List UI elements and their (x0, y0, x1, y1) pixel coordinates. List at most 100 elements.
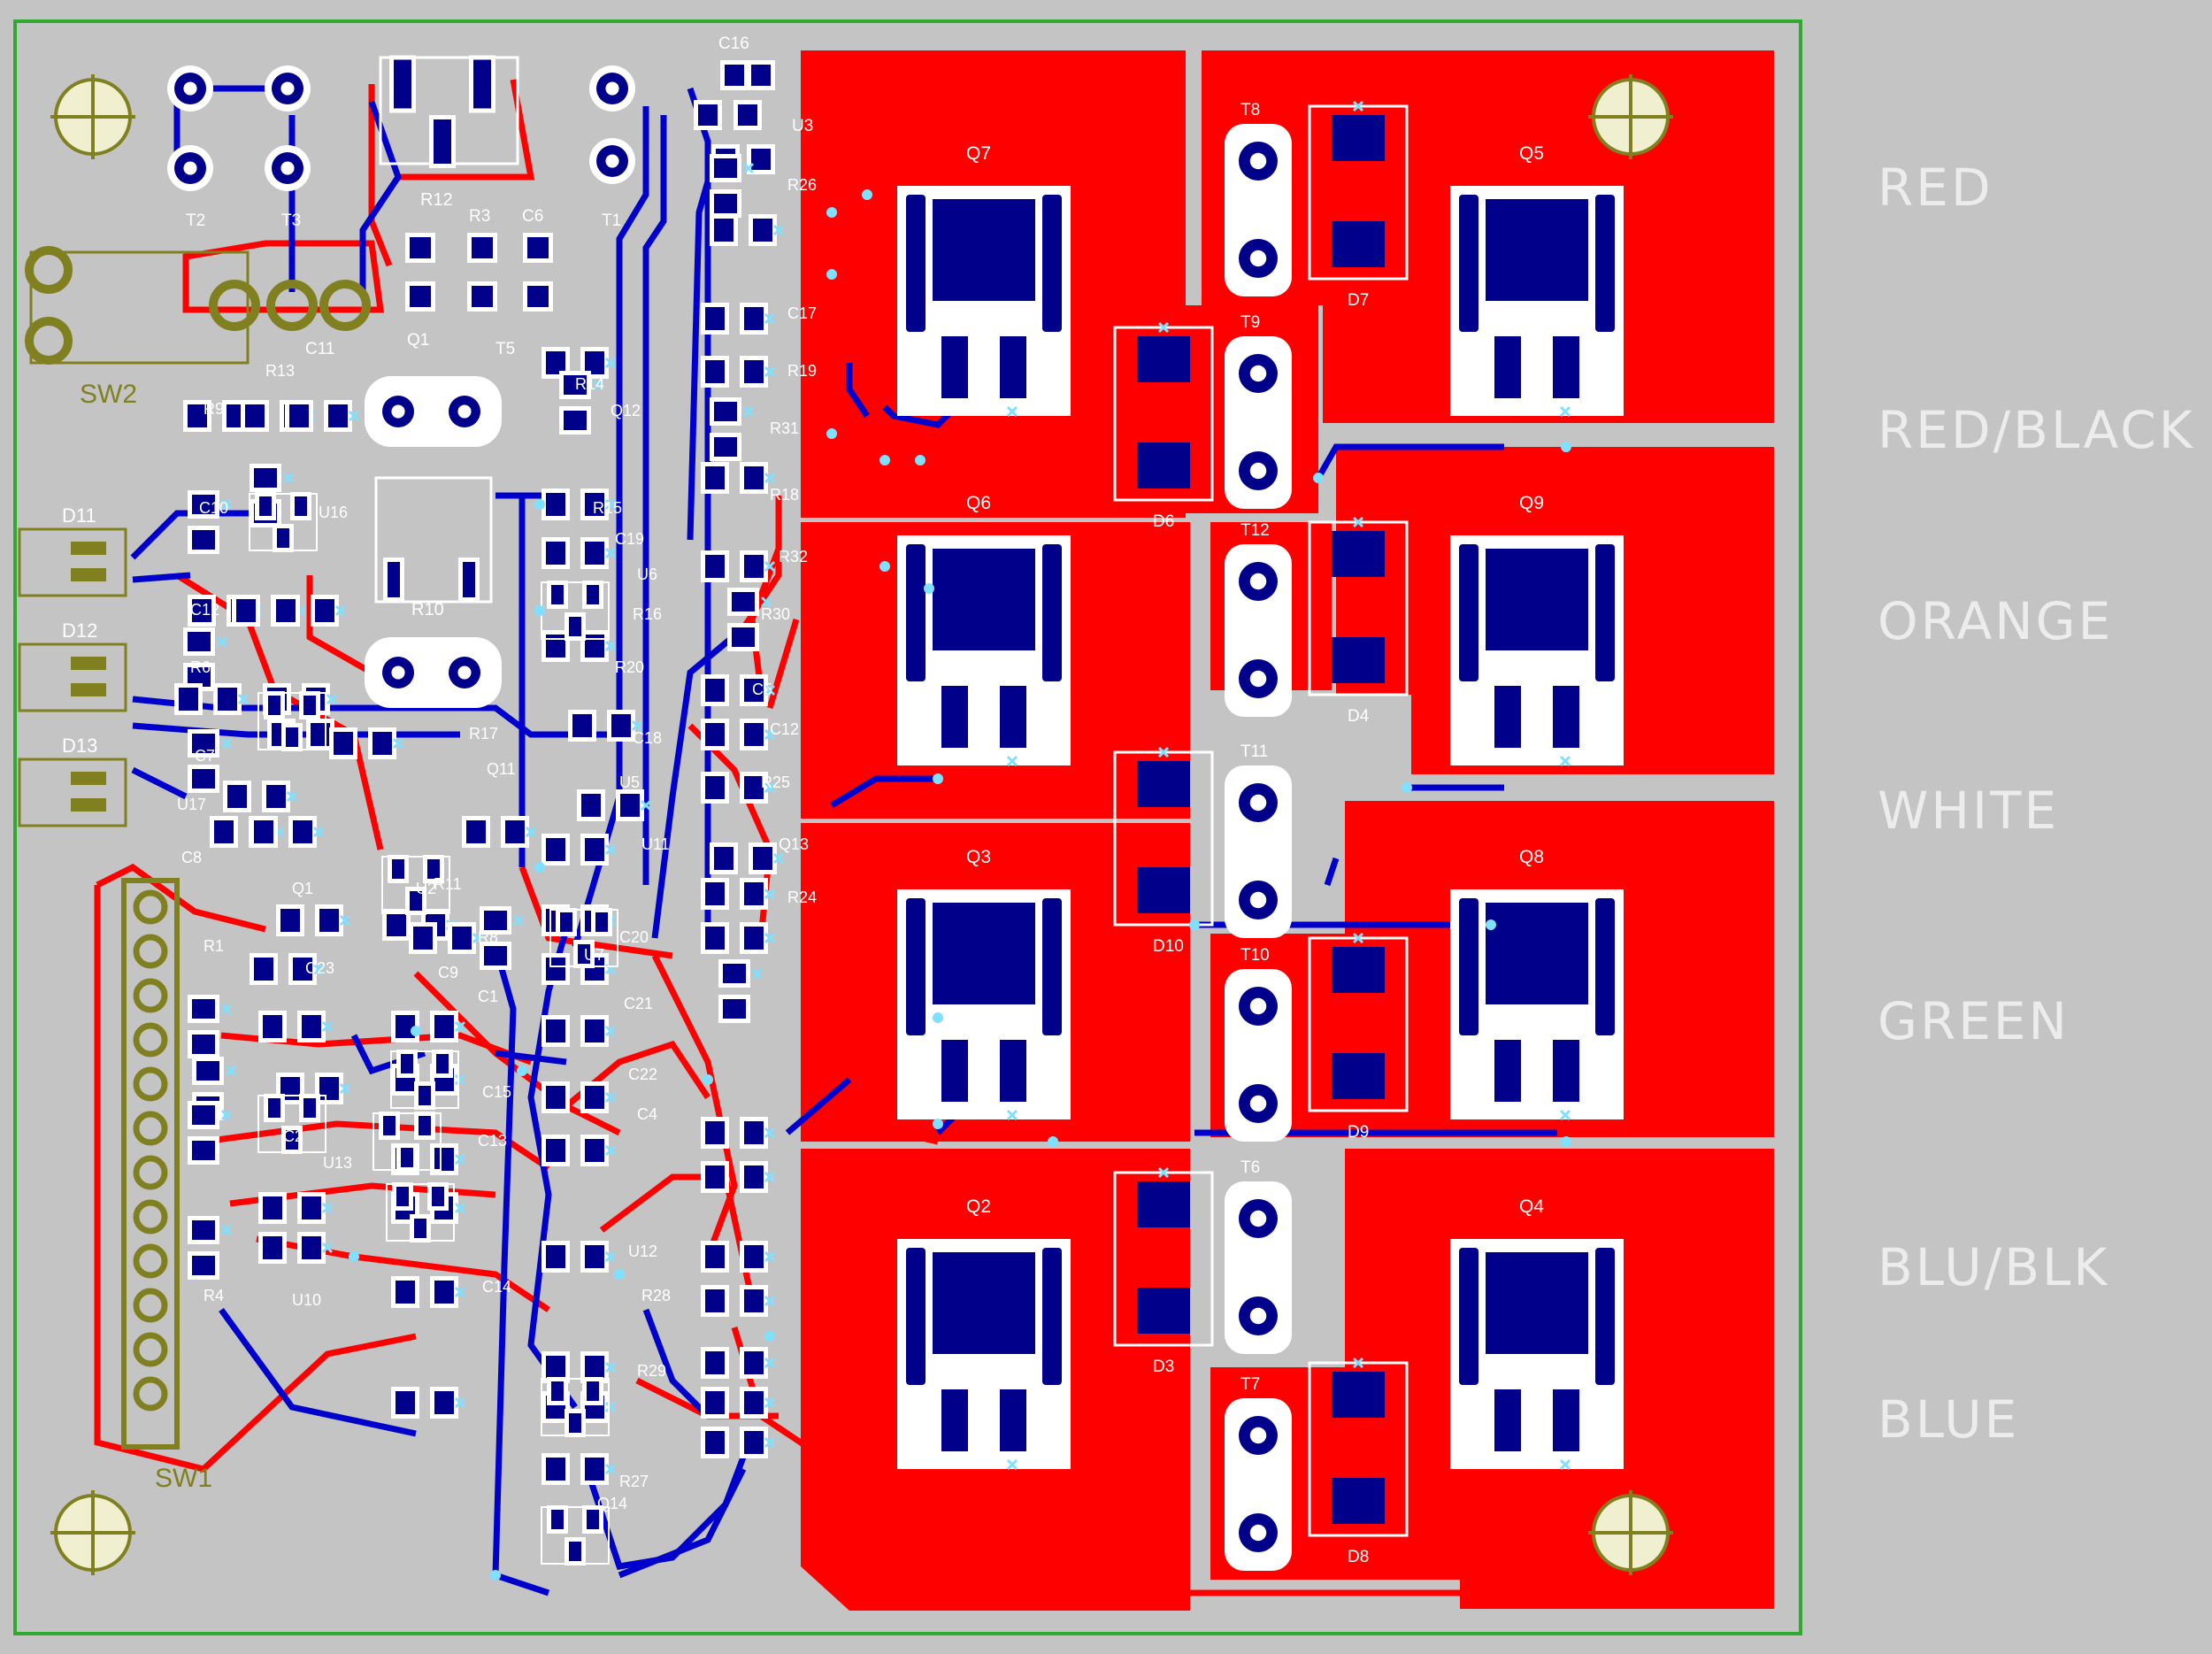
unconnected-pin-marker (339, 1082, 351, 1095)
th-drill (1249, 1095, 1267, 1112)
silk-label: R27 (619, 1473, 649, 1490)
silk-label: R14 (575, 375, 604, 393)
wire-label-red-black: RED/BLACK (1878, 400, 2195, 460)
unconnected-pin-marker (220, 1109, 233, 1121)
via (879, 561, 890, 572)
smd-pad (414, 1219, 426, 1238)
smd-pad (751, 149, 771, 170)
mosfet-lead (941, 336, 968, 398)
marker-stroke (751, 967, 764, 980)
diode-pad (1332, 115, 1385, 161)
mosfet-tab (1486, 903, 1588, 1004)
unconnected-pin-marker (237, 693, 250, 705)
smd-pad (396, 1015, 415, 1038)
silk-label: R3 (469, 207, 490, 226)
smd-pad (373, 732, 392, 755)
silk-label: C16 (718, 35, 749, 53)
smd-pad (546, 1019, 565, 1042)
smd-pad (546, 1086, 565, 1109)
board-outline (13, 19, 1802, 1635)
trace (359, 100, 402, 292)
unconnected-pin-marker (592, 379, 604, 391)
trace (828, 1042, 939, 1145)
smd-pad (705, 679, 725, 702)
smd-pad (192, 599, 211, 622)
silk-label: Q11 (487, 760, 516, 778)
smd-pad (585, 1086, 604, 1109)
led-pad (71, 798, 106, 812)
unconnected-pin-marker (1559, 405, 1571, 418)
unconnected-pin-marker (742, 162, 755, 174)
smd-pad (611, 714, 631, 737)
silk-label: R25 (761, 773, 790, 791)
smd-pad (192, 734, 215, 753)
marker-stroke (764, 932, 776, 944)
smd-pad (396, 1281, 415, 1304)
smd-pad (714, 402, 737, 421)
unconnected-pin-marker (512, 914, 525, 927)
silk-label: D8 (1348, 1548, 1369, 1566)
via (534, 862, 545, 873)
marker-stroke (525, 826, 537, 838)
smd-pad (302, 1196, 321, 1219)
silk-label: R17 (469, 725, 498, 742)
mosfet-lead (941, 686, 968, 748)
marker-stroke (237, 693, 250, 705)
via (349, 1251, 359, 1262)
unconnected-pin-marker (764, 1357, 776, 1369)
smd-pad (551, 585, 564, 604)
smd-pad (293, 958, 312, 981)
smd-pad (254, 958, 273, 981)
smd-pad (705, 555, 725, 578)
wire-label-white: WHITE (1878, 781, 2060, 841)
smd-pad (319, 1077, 339, 1100)
unconnected-pin-marker (604, 547, 617, 559)
trace (94, 885, 417, 1473)
diode-pad (1137, 336, 1190, 382)
silk-label: R29 (637, 1362, 666, 1380)
smd-pad (236, 599, 256, 622)
header-pin (133, 1066, 168, 1102)
smd-pad (546, 958, 565, 981)
silk-label: Q5 (1519, 143, 1544, 164)
unconnected-pin-marker (225, 1065, 237, 1077)
marker-stroke (1352, 932, 1364, 944)
smd-pad (192, 769, 215, 789)
marker-stroke (334, 604, 347, 617)
trace (495, 1050, 567, 1065)
switch-pin (25, 246, 73, 294)
via (933, 1012, 943, 1023)
smd-pad (744, 679, 764, 702)
smd-pad (410, 891, 422, 911)
silk-label: C1 (478, 988, 498, 1005)
smd-pad (744, 1431, 764, 1454)
via (826, 207, 837, 218)
smd-pad (560, 912, 572, 932)
unconnected-pin-marker (1006, 1458, 1018, 1471)
trace (599, 1173, 756, 1302)
smd-pad (383, 1116, 396, 1135)
marker-stroke (604, 640, 617, 652)
smd-pad (585, 542, 604, 565)
silk-label: R16 (633, 605, 662, 623)
smd-pad (286, 727, 298, 747)
smd-pad (705, 360, 725, 383)
silk-label: R12 (420, 190, 453, 210)
th-drill (1249, 670, 1267, 688)
marker-stroke (764, 472, 776, 484)
th-drill (183, 81, 197, 96)
smd-pad (705, 1289, 725, 1312)
led-pad (71, 657, 106, 670)
smd-pad (192, 1105, 215, 1125)
silk-label: C4 (637, 1105, 657, 1123)
silk-label: T5 (495, 340, 515, 358)
marker-stroke (1559, 1109, 1571, 1121)
mosfet-lead (1000, 1389, 1026, 1451)
smd-pad (268, 696, 280, 715)
silk-label: D6 (1153, 512, 1174, 531)
wire-label-orange: ORANGE (1878, 591, 2114, 651)
silk-label: T8 (1240, 101, 1260, 119)
smd-pad (303, 1098, 316, 1118)
trace (219, 1307, 417, 1437)
mosfet-lead (1553, 336, 1579, 398)
